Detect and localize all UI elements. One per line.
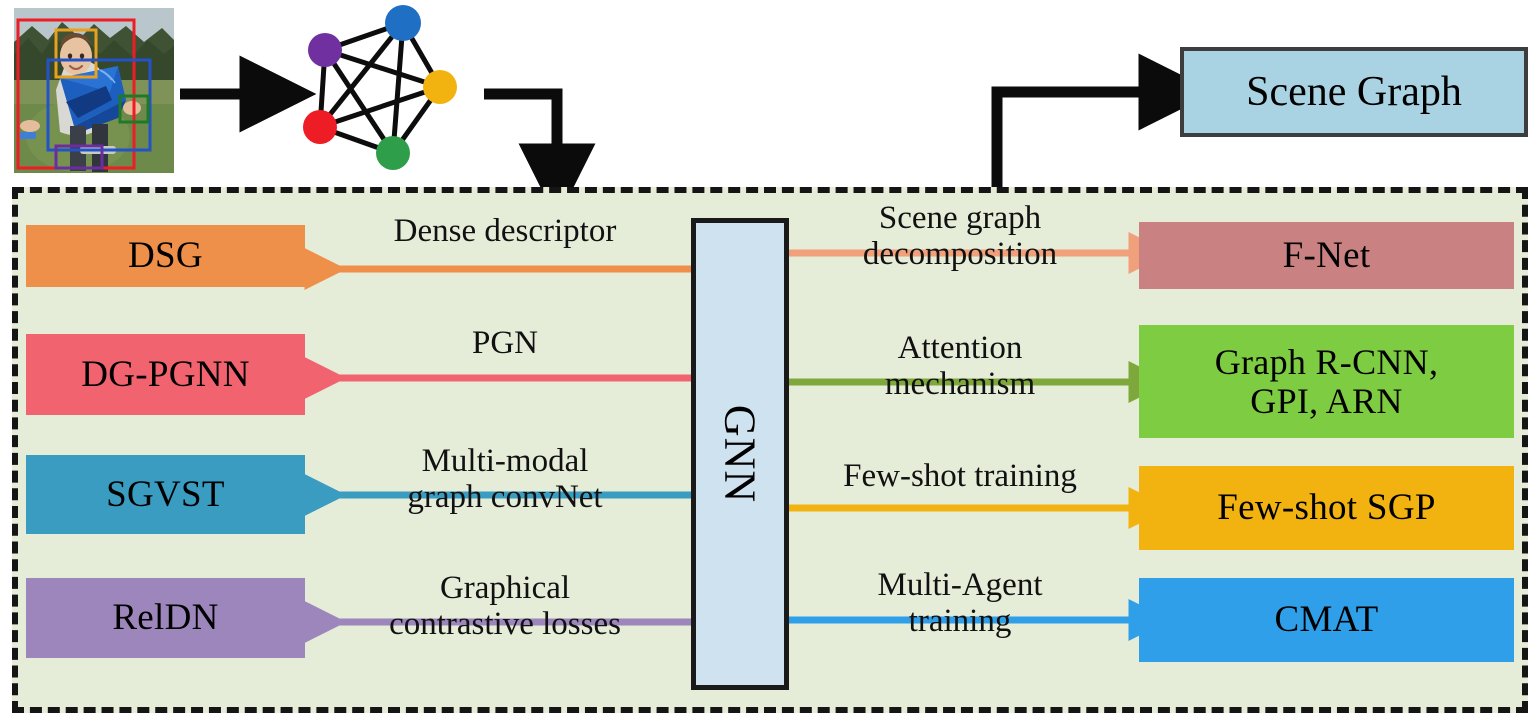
method-label: DSG	[128, 235, 203, 277]
method-box-cmat[interactable]: CMAT	[1139, 578, 1514, 662]
edge-label-scene-graph-decomposition: Scene graph decomposition	[862, 200, 1058, 273]
graph-node-purple	[308, 33, 342, 67]
bbox-face	[54, 28, 98, 79]
graph-node-red	[303, 110, 337, 144]
method-label: DG-PGNN	[81, 353, 250, 395]
method-label: F-Net	[1282, 234, 1371, 276]
method-box-dg-pgnn[interactable]: DG-PGNN	[26, 334, 305, 415]
edge-label-dense-descriptor: Dense descriptor	[393, 213, 617, 249]
edge-label-few-shot-training: Few-shot training	[843, 458, 1077, 494]
bbox-kite	[46, 58, 152, 152]
method-label: Graph R-CNN, GPI, ARN	[1214, 342, 1439, 421]
edge-label-graphical-contrastive-losses: Graphical contrastive losses	[389, 570, 621, 643]
input-image-with-bounding-boxes	[14, 8, 174, 173]
graph-node-blue	[385, 5, 421, 41]
method-box-few-shot-sgp[interactable]: Few-shot SGP	[1139, 466, 1514, 550]
bbox-hand	[118, 94, 150, 124]
method-label: Few-shot SGP	[1217, 487, 1436, 529]
scene-graph-label: Scene Graph	[1246, 69, 1462, 115]
method-label: SGVST	[106, 473, 225, 515]
scene-graph-output-box[interactable]: Scene Graph	[1180, 47, 1528, 137]
bbox-object	[54, 144, 104, 170]
method-box-f-net[interactable]: F-Net	[1139, 222, 1514, 289]
method-label: RelDN	[112, 597, 219, 639]
gnn-label: GNN	[715, 404, 765, 504]
fully-connected-graph	[303, 5, 457, 170]
method-box-sgvst[interactable]: SGVST	[26, 455, 305, 534]
method-box-dsg[interactable]: DSG	[26, 225, 305, 287]
method-box-reldn[interactable]: RelDN	[26, 578, 305, 658]
arrow-panel-to-scene-graph	[991, 53, 1216, 187]
method-box-graph-rcnn[interactable]: Graph R-CNN, GPI, ARN	[1139, 325, 1514, 438]
edge-label-attention-mechanism: Attention mechanism	[884, 330, 1036, 403]
gnn-module-box[interactable]: GNN	[691, 218, 789, 690]
edge-label-multi-agent-training: Multi-Agent training	[877, 567, 1043, 640]
edge-label-pgn: PGN	[471, 325, 539, 361]
method-label: CMAT	[1274, 599, 1379, 641]
photo-svg	[14, 8, 174, 173]
edge-label-multimodal-graph-convnet: Multi-modal graph convNet	[407, 443, 603, 516]
graph-node-yellow	[423, 70, 457, 104]
arrow-graph-to-panel	[484, 88, 596, 221]
graph-node-green	[376, 136, 410, 170]
